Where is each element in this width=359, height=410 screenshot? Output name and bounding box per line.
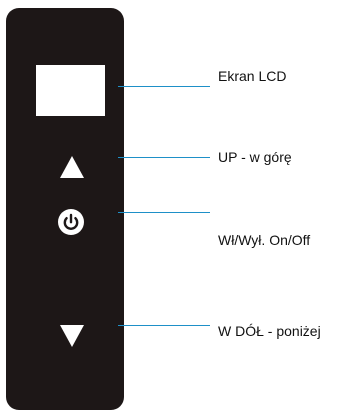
leader-line-power: [118, 212, 210, 213]
power-icon[interactable]: [58, 209, 84, 235]
leader-line-lcd: [118, 86, 210, 87]
leader-line-down: [118, 325, 210, 326]
down-arrow-icon[interactable]: [60, 325, 84, 347]
label-down: W DÓŁ - poniżej: [218, 323, 321, 339]
label-lcd: Ekran LCD: [218, 68, 287, 84]
up-arrow-icon[interactable]: [60, 156, 84, 178]
label-up: UP - w górę: [218, 149, 292, 165]
leader-line-up: [118, 157, 210, 158]
control-panel: [6, 8, 124, 410]
label-power: Wł/Wył. On/Off: [218, 232, 311, 248]
lcd-screen: [36, 65, 105, 116]
